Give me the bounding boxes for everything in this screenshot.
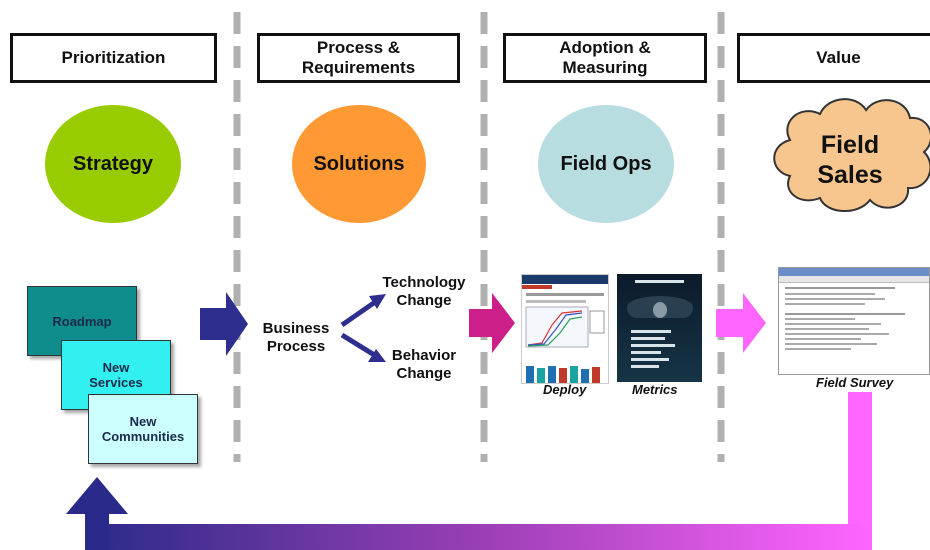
deploy-bar-thumbnail — [526, 366, 600, 383]
new-communities-box: New Communities — [88, 394, 198, 464]
header-adoption-measuring: Adoption & Measuring — [503, 33, 707, 83]
field-sales-line1: Field — [820, 131, 880, 159]
roadmap-label: Roadmap — [52, 313, 112, 329]
arrow-to-deploy — [469, 293, 515, 353]
header-adoption-line2: Measuring — [562, 58, 648, 77]
deploy-caption-text: Deploy — [543, 382, 587, 397]
new-services-line2: Services — [89, 375, 143, 390]
field-sales-label: Field Sales — [786, 130, 914, 190]
solutions-label: Solutions — [313, 152, 405, 175]
technology-line1: Technology — [382, 274, 466, 291]
field-sales-line2: Sales — [817, 161, 883, 189]
field-ops-circle: Field Ops — [538, 105, 674, 223]
new-services-line1: New — [102, 360, 130, 375]
metrics-slide-thumbnail — [617, 274, 702, 382]
field-sales-cloud — [773, 98, 930, 213]
header-process-requirements: Process & Requirements — [257, 33, 460, 83]
header-process-line1: Process & — [316, 38, 401, 57]
header-value-label: Value — [816, 48, 861, 67]
deploy-caption: Deploy — [543, 382, 586, 397]
strategy-circle: Strategy — [45, 105, 181, 223]
behavior-line2: Change — [396, 365, 452, 382]
deploy-report-thumbnail — [521, 274, 609, 384]
technology-change-label: Technology Change — [366, 274, 482, 310]
metrics-caption-text: Metrics — [632, 382, 678, 397]
header-prioritization: Prioritization — [10, 33, 217, 83]
arrow-to-behavior-change — [340, 332, 386, 362]
behavior-line1: Behavior — [391, 347, 457, 364]
field-survey-caption-text: Field Survey — [816, 375, 894, 390]
header-process-line2: Requirements — [301, 58, 416, 77]
new-communities-line2: Communities — [101, 429, 185, 444]
metrics-caption: Metrics — [632, 382, 678, 397]
technology-line2: Change — [396, 292, 452, 309]
feedback-loop-arrow — [66, 392, 872, 550]
business-process-label: Business Process — [250, 320, 342, 356]
solutions-circle: Solutions — [292, 105, 426, 223]
arrow-to-field-survey — [716, 293, 766, 353]
arrow-to-business-process — [200, 292, 248, 356]
header-value: Value — [737, 33, 930, 83]
field-survey-caption: Field Survey — [816, 375, 893, 390]
header-prioritization-label: Prioritization — [61, 48, 166, 67]
behavior-change-label: Behavior Change — [374, 347, 474, 383]
deploy-line-thumbnail — [525, 306, 605, 348]
header-adoption-line1: Adoption & — [559, 38, 651, 57]
field-survey-form-thumbnail — [778, 267, 930, 375]
new-communities-line1: New — [129, 414, 157, 429]
business-line2: Process — [266, 338, 326, 355]
field-ops-label: Field Ops — [560, 152, 652, 175]
arrow-to-technology-change — [340, 294, 386, 328]
business-line1: Business — [262, 320, 330, 337]
strategy-label: Strategy — [72, 152, 154, 175]
